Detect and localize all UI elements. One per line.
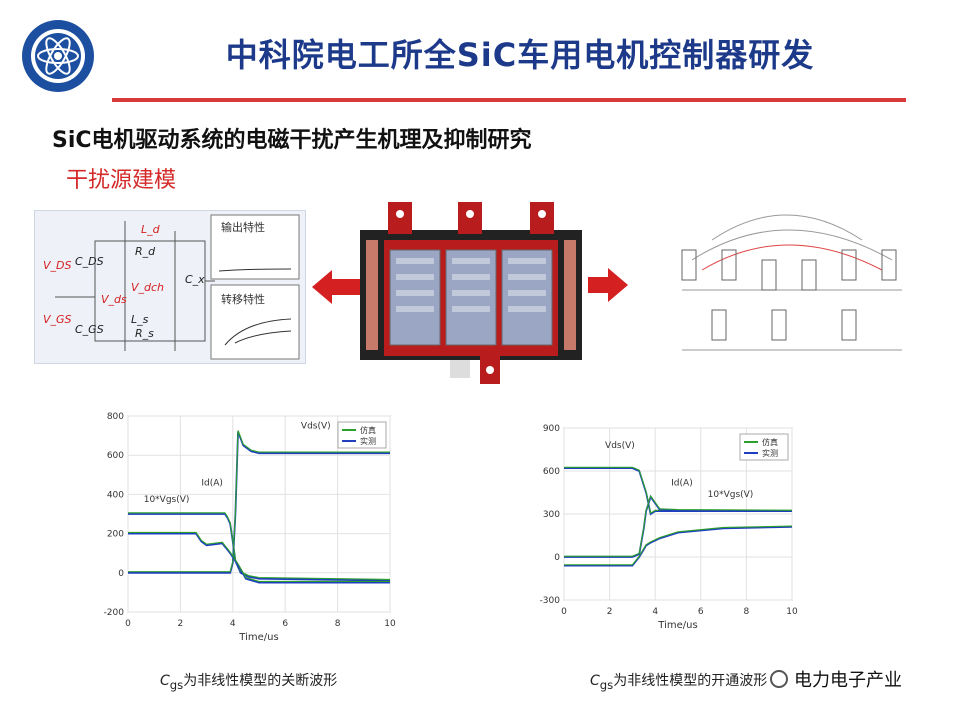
- legend-box: [739, 433, 789, 461]
- label-cds: C_DS: [75, 255, 104, 268]
- x-tick-label: 2: [178, 619, 184, 629]
- label-vdch: V_dch: [131, 281, 164, 294]
- x-tick-label: 4: [652, 607, 658, 617]
- y-tick-label: -200: [104, 608, 125, 618]
- label-ls: L_s: [131, 313, 149, 326]
- x-tick-label: 10: [786, 607, 798, 617]
- mosfet-equivalent-circuit: V_DS V_GS L_d R_d C_x L_s R_s C_DS C_GS …: [34, 210, 306, 364]
- x-tick-label: 10: [384, 619, 396, 629]
- output-characteristic-label: 输出特性: [221, 220, 265, 234]
- y-tick-label: 300: [543, 510, 560, 520]
- series-line-sim: [128, 430, 390, 573]
- cas-logo-icon: [20, 18, 96, 94]
- slide-subtitle: SiC电机驱动系统的电磁干扰产生机理及抑制研究: [52, 128, 532, 153]
- x-tick-label: 6: [282, 619, 288, 629]
- transfer-characteristic-label: 转移特性: [221, 292, 265, 306]
- x-axis-label: Time/us: [238, 632, 278, 643]
- legend-label: 实测: [762, 448, 778, 458]
- watermark-text: 电力电子产业: [794, 670, 902, 691]
- series-line-sim: [128, 512, 391, 581]
- wechat-icon: [770, 670, 788, 688]
- x-tick-label: 0: [561, 607, 567, 617]
- label-vds2: V_ds: [101, 293, 127, 306]
- x-tick-label: 2: [607, 607, 613, 617]
- series-line-sim: [564, 525, 793, 566]
- series-line-sim: [564, 494, 793, 557]
- curve-annotation: Id(A): [201, 479, 223, 489]
- x-axis-label: Time/us: [657, 620, 697, 631]
- sic-power-module-image: [360, 200, 582, 384]
- legend-box: [337, 421, 387, 449]
- x-tick-label: 4: [230, 619, 236, 629]
- turn-on-caption: Cgs为非线性模型的开通波形: [590, 673, 768, 692]
- y-tick-label: 900: [543, 424, 560, 434]
- legend-label: 实测: [360, 436, 376, 446]
- x-tick-label: 8: [744, 607, 750, 617]
- legend-label: 仿真: [360, 425, 376, 435]
- label-rd: R_d: [135, 245, 156, 258]
- x-tick-label: 6: [698, 607, 704, 617]
- emi-equivalent-network-diagram: [652, 180, 920, 390]
- watermark: 电力电子产业: [770, 666, 902, 692]
- series-line-meas: [128, 532, 390, 584]
- y-tick-label: 800: [107, 412, 124, 422]
- x-tick-label: 8: [335, 619, 341, 629]
- arrow-right-icon: [588, 268, 628, 306]
- label-cgs: C_GS: [75, 323, 104, 336]
- y-tick-label: 600: [543, 467, 560, 477]
- label-ld: L_d: [141, 223, 161, 236]
- series-line-sim: [128, 531, 390, 582]
- y-tick-label: 0: [118, 569, 124, 579]
- label-rs: R_s: [135, 327, 154, 340]
- y-tick-label: 400: [107, 490, 124, 500]
- curve-annotation: Id(A): [671, 478, 693, 488]
- arrow-left-icon: [312, 270, 360, 308]
- label-vds: V_DS: [43, 259, 71, 272]
- y-tick-label: 600: [107, 451, 124, 461]
- curve-annotation: 10*Vgs(V): [144, 495, 190, 505]
- curve-annotation: 10*Vgs(V): [708, 490, 754, 500]
- title-divider: [112, 98, 906, 102]
- turn-off-caption: Cgs为非线性模型的关断波形: [160, 673, 338, 692]
- label-cx: C_x: [185, 273, 205, 286]
- section-heading: 干扰源建模: [66, 168, 177, 193]
- label-vgs: V_GS: [43, 313, 72, 326]
- y-tick-label: 0: [554, 553, 560, 563]
- legend-label: 仿真: [762, 437, 778, 447]
- x-tick-label: 0: [125, 619, 131, 629]
- y-tick-label: -300: [540, 596, 561, 606]
- page-title: 中科院电工所全SiC车用电机控制器研发: [225, 36, 815, 74]
- curve-annotation: Vds(V): [605, 441, 635, 451]
- curve-annotation: Vds(V): [301, 422, 331, 432]
- y-tick-label: 200: [107, 530, 124, 540]
